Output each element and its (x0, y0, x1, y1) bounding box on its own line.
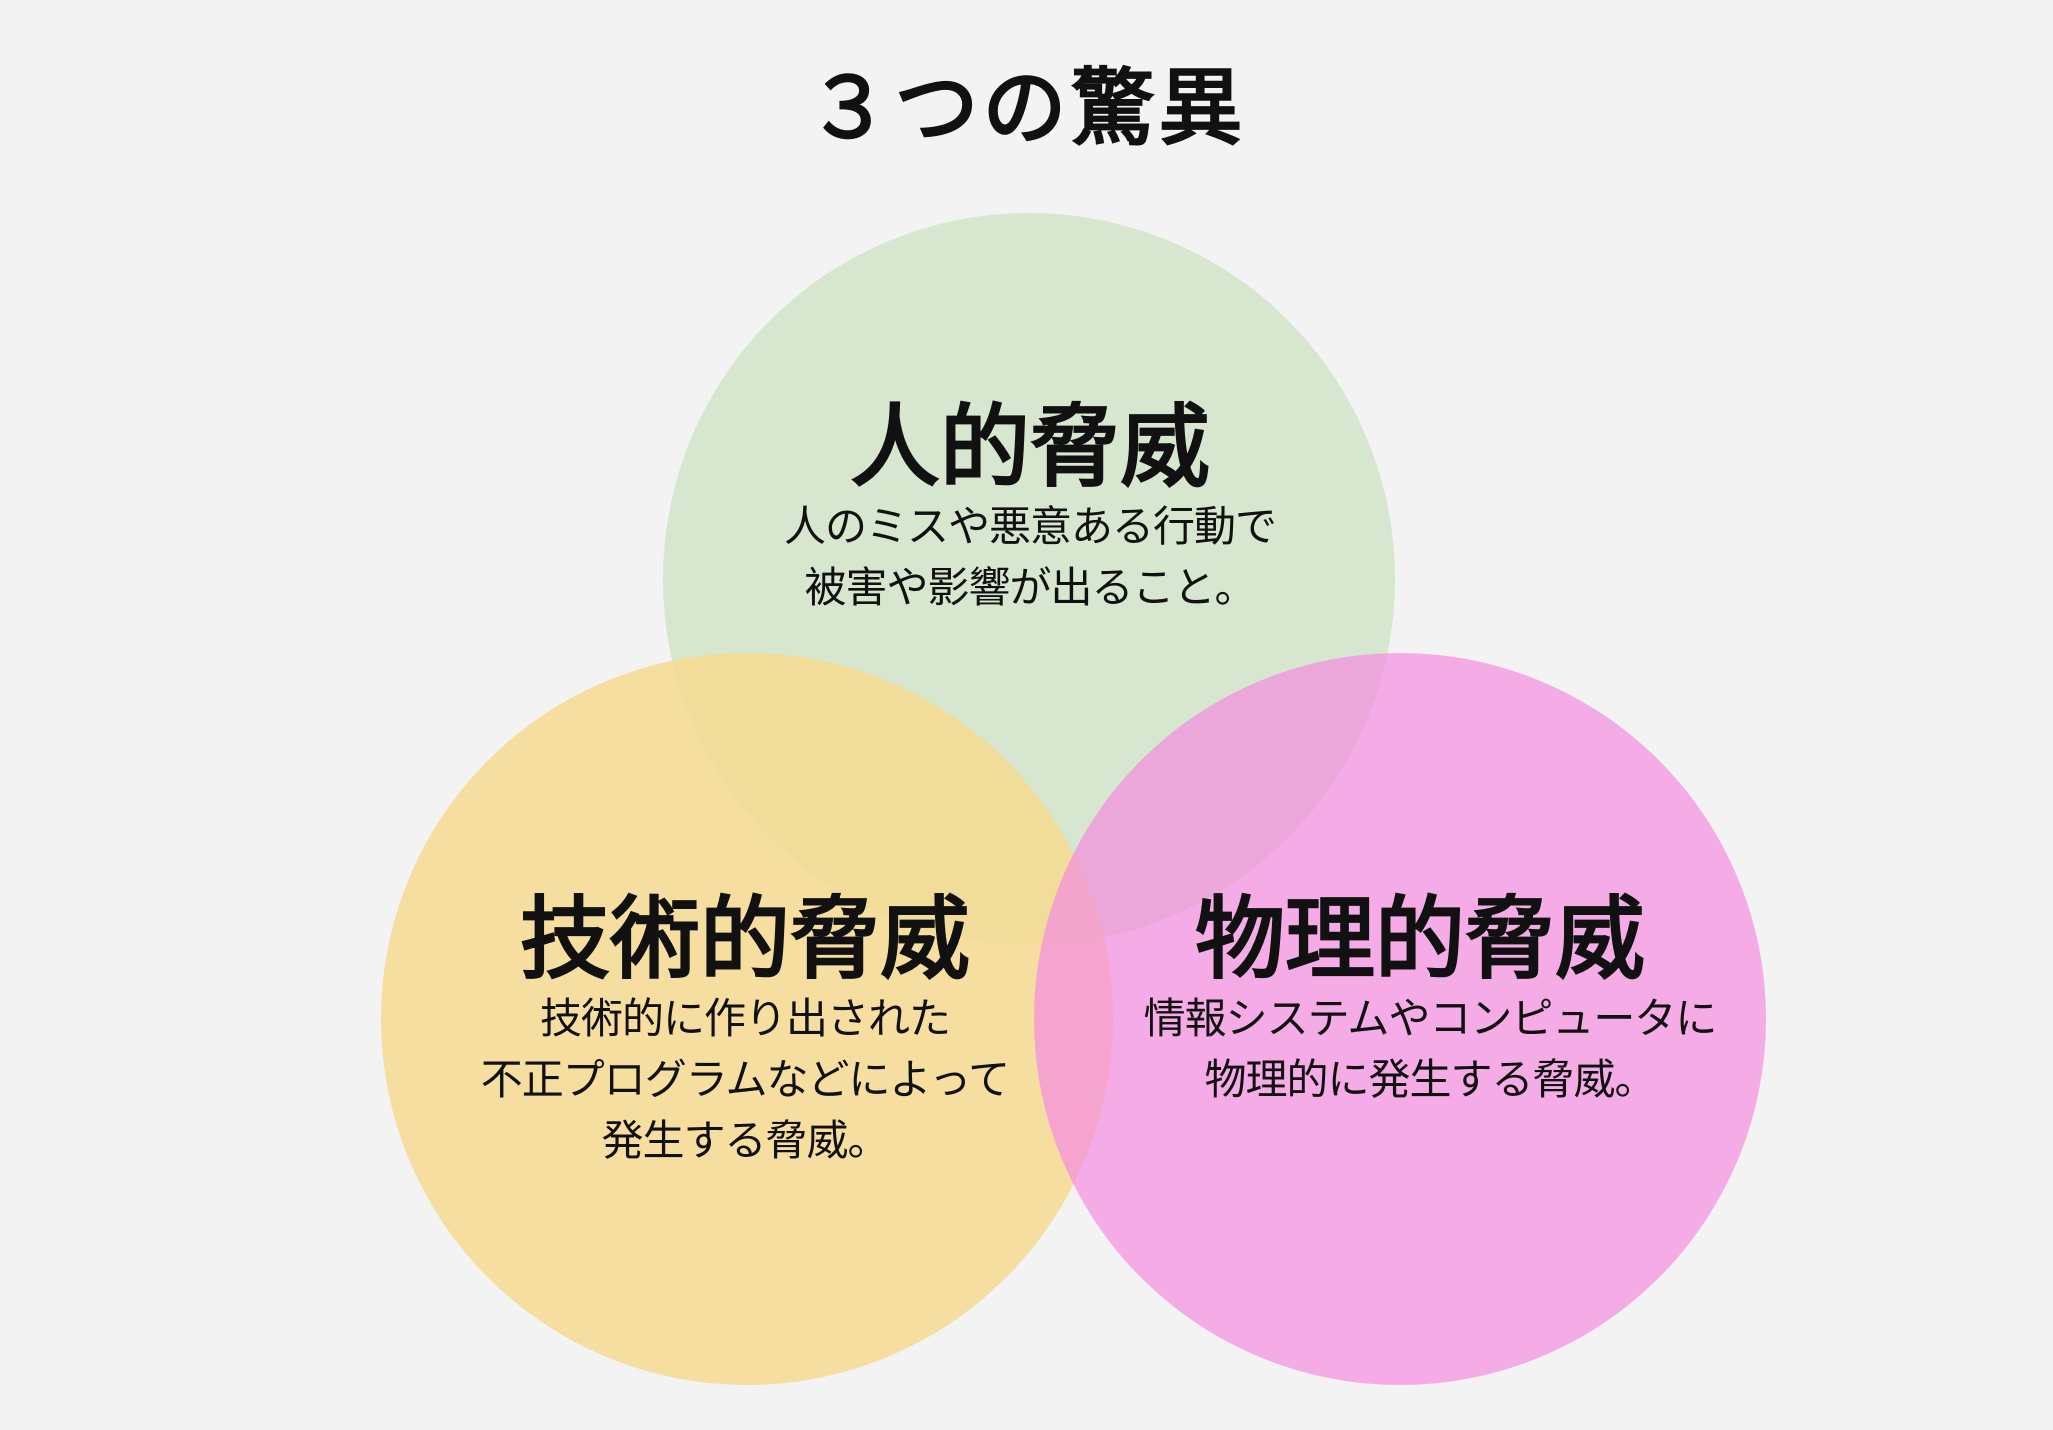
technical-threat-label: 技術的脅威 技術的に作り出された 不正プログラムなどによって 発生する脅威。 (440, 890, 1050, 1172)
diagram-title: ３つの驚異 (806, 59, 1247, 157)
technical-threat-circle (381, 653, 1113, 1385)
physical-threat-heading: 物理的脅威 (1195, 887, 1645, 992)
human-threat-heading: 人的脅威 (850, 395, 1210, 500)
human-threat-description: 人のミスや悪意ある行動で 被害や影響が出ること。 (783, 502, 1277, 612)
physical-threat-label: 物理的脅威 情報システムやコンピュータに 物理的に発生する脅威。 (1100, 890, 1740, 1111)
technical-threat-description: 技術的に作り出された 不正プログラムなどによって 発生する脅威。 (480, 994, 1010, 1165)
technical-threat-heading: 技術的脅威 (520, 887, 970, 992)
physical-threat-description: 情報システムやコンピュータに 物理的に発生する脅威。 (1143, 994, 1718, 1104)
human-threat-label: 人的脅威 人のミスや悪意ある行動で 被害や影響が出ること。 (720, 398, 1340, 619)
physical-threat-circle (1034, 653, 1766, 1385)
